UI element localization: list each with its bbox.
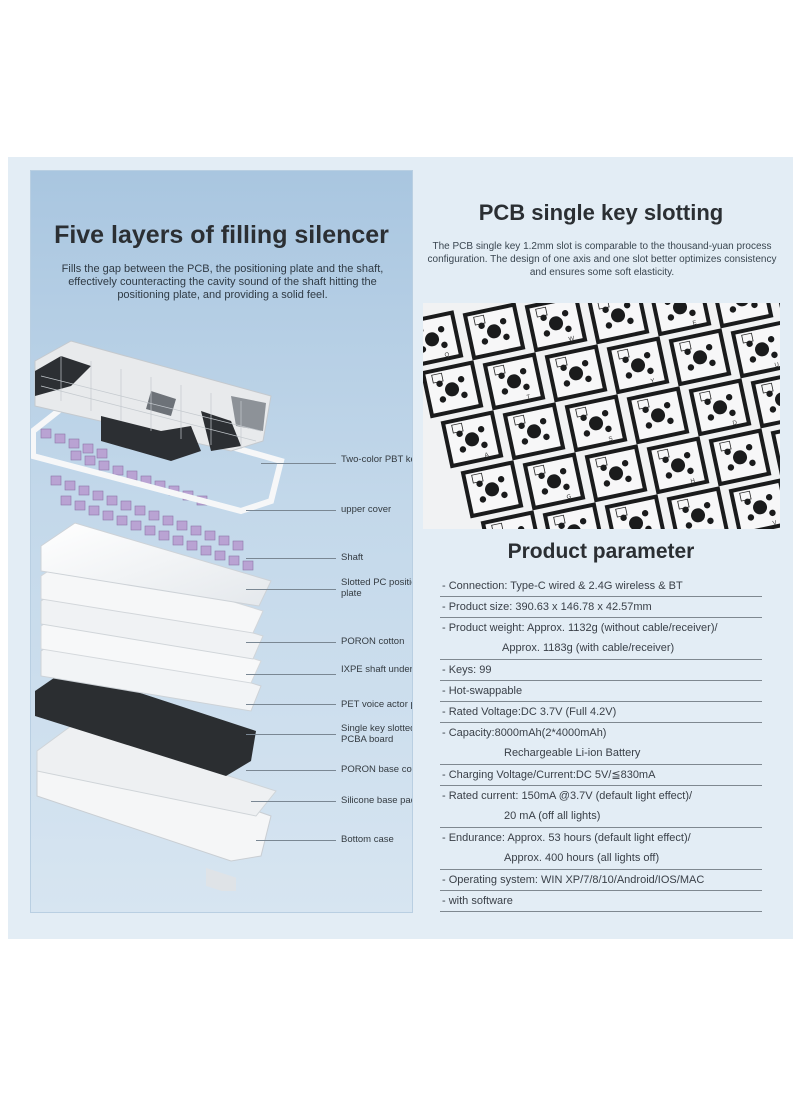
param-row: - Rated Voltage:DC 3.7V (Full 4.2V) [440, 702, 762, 723]
pcb-key-label: W [568, 336, 575, 343]
pcb-key-label: U [774, 362, 779, 369]
layer-label-silicone: Silicone base pad [341, 795, 413, 806]
pcb-key-label: V [772, 520, 777, 527]
param-row: - Operating system: WIN XP/7/8/10/Androi… [440, 870, 762, 891]
pcb-key-slot: Q [423, 310, 464, 369]
pcb-key-label: H [690, 478, 695, 485]
layer-label-upper-cover: upper cover [341, 504, 392, 515]
leader-line [246, 734, 336, 735]
pcb-key-slot: W [524, 303, 588, 353]
pcb-key-label: E [692, 320, 697, 327]
leader-line [246, 589, 336, 590]
pcb-key-slot [423, 360, 484, 419]
pcb-key-slot: A [440, 410, 504, 469]
pcb-key-label: Q [444, 352, 450, 359]
layer-label-pc-plate: Slotted PC positioning plate [341, 577, 412, 599]
pcb-key-label: Y [650, 378, 655, 385]
layer-label-poron-base: PORON base cotton [341, 764, 412, 775]
leader-line [251, 801, 336, 802]
leader-line [246, 510, 336, 511]
pcb-key-label: G [566, 494, 572, 501]
leader-line [246, 642, 336, 643]
pcb-key-slot [584, 444, 648, 503]
pcb-description: The PCB single key 1.2mm slot is compara… [427, 241, 777, 278]
layer-label-keycaps: Two-color PBT keycaps [341, 454, 412, 465]
pcb-key-slot [586, 303, 650, 345]
leader-line [256, 840, 336, 841]
pcb-key-slot [710, 303, 774, 329]
param-row: - Hot-swappable [440, 681, 762, 702]
pcb-key-slot: G [522, 452, 586, 511]
layer-label-bottom-case: Bottom case [341, 834, 394, 845]
layer-label-shaft: Shaft [341, 552, 364, 563]
pcb-key-slot: U [730, 320, 780, 379]
pcb-key-slot [750, 370, 780, 429]
param-row: - Capacity:8000mAh(2*4000mAh)Rechargeabl… [440, 723, 762, 765]
pcb-key-slot: C [604, 494, 668, 529]
param-row: - Product weight: Approx. 1132g (without… [440, 618, 762, 660]
pcb-key-slot [708, 428, 772, 487]
pcb-slot-illustration: QWERTYUASDFGHZXCVB [423, 303, 780, 529]
param-row: - with software [440, 891, 762, 912]
pcb-key-label: A [484, 452, 489, 459]
silencer-title: Five layers of filling silencer [54, 221, 389, 249]
keycaps [34, 340, 272, 461]
param-row: - Rated current: 150mA @3.7V (default li… [440, 786, 762, 828]
param-list: - Connection: Type-C wired & 2.4G wirele… [440, 576, 762, 912]
param-row: - Connection: Type-C wired & 2.4G wirele… [440, 576, 762, 597]
pcb-key-slot: H [646, 436, 710, 495]
pcb-key-slot [626, 386, 690, 445]
pcb-photo: QWERTYUASDFGHZXCVB [423, 303, 780, 529]
silencer-panel: Five layers of filling silencer Fills th… [30, 170, 413, 913]
pcb-key-slot [502, 402, 566, 461]
exploded-keyboard-illustration [31, 340, 285, 891]
pcb-key-label: T [526, 394, 531, 401]
pcb-key-slot: T [482, 352, 546, 411]
param-title: Product parameter [507, 540, 695, 563]
layer-label-poron-cotton: PORON cotton [341, 636, 405, 647]
param-row: - Product size: 390.63 x 146.78 x 42.57m… [440, 597, 762, 618]
pcb-key-label: S [608, 436, 613, 443]
pcb-key-slot: S [564, 394, 628, 453]
param-row: - Keys: 99 [440, 660, 762, 681]
pcb-key-slot: E [648, 303, 712, 337]
silencer-description: Fills the gap between the PCB, the posit… [61, 263, 384, 301]
pcb-key-slot [462, 303, 526, 361]
pcb-key-slot: V [728, 478, 780, 529]
leader-line [246, 674, 336, 675]
leader-line [246, 558, 336, 559]
poron-base-cotton [35, 669, 256, 776]
pcb-key-label: D [732, 420, 738, 427]
silicone-base-pad [36, 725, 277, 817]
leader-line [261, 463, 336, 464]
param-row: - Endurance: Approx. 53 hours (default l… [440, 828, 762, 870]
layer-label-ixpe: IXPE shaft underpad [341, 664, 413, 675]
pcb-key-slot [668, 328, 732, 387]
pcb-key-slot [544, 344, 608, 403]
pcb-key-slot: D [688, 378, 752, 437]
leader-line [246, 770, 336, 771]
pcb-key-slot: Y [606, 336, 670, 395]
pcb-key-slot [542, 502, 606, 529]
pc-plate [40, 522, 272, 607]
layer-label-pcba: Single key slotted PCBA board [341, 723, 413, 745]
leader-line [246, 704, 336, 705]
pcb-key-slot [666, 486, 730, 529]
pcb-key-slot: X [480, 510, 544, 529]
layer-label-pet: PET voice actor pad [341, 699, 412, 710]
pcb-title: PCB single key slotting [478, 200, 724, 225]
param-row: - Charging Voltage/Current:DC 5V/≦830mA [440, 765, 762, 786]
pcb-key-slot [460, 460, 524, 519]
